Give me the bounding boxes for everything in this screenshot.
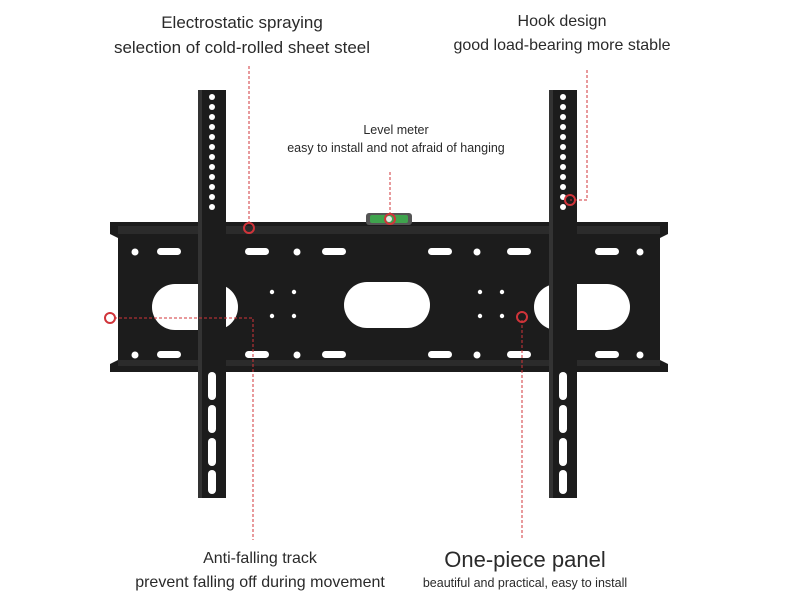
annotation-title: Hook design: [517, 13, 607, 30]
callout-markers: [104, 194, 576, 324]
annotation-subtitle: good load-bearing more stable: [453, 37, 671, 54]
annotation-title: Electrostatic spraying: [161, 13, 323, 32]
level-meter: [366, 213, 412, 225]
annotation-title: Level meter: [363, 123, 429, 137]
annotation-title: Anti-falling track: [203, 550, 317, 567]
annotation-subtitle: prevent falling off during movement: [135, 574, 385, 591]
annotation-subtitle: beautiful and practical, easy to install: [422, 576, 628, 590]
annotation-subtitle: selection of cold-rolled sheet steel: [113, 38, 371, 57]
annotation-level-meter: Level meter easy to install and not afra…: [265, 121, 527, 157]
annotation-anti-falling-track: Anti-falling track prevent falling off d…: [110, 547, 410, 595]
annotation-electrostatic-spraying: Electrostatic spraying selection of cold…: [92, 10, 392, 60]
annotation-title: One-piece panel: [444, 547, 606, 572]
mounting-panel: [110, 222, 668, 372]
annotation-hook-design: Hook design good load-bearing more stabl…: [432, 10, 692, 58]
annotation-subtitle: easy to install and not afraid of hangin…: [287, 141, 505, 155]
left-arm: [198, 90, 226, 498]
right-arm: [549, 90, 577, 498]
annotation-one-piece-panel: One-piece panel beautiful and practical,…: [400, 545, 650, 591]
